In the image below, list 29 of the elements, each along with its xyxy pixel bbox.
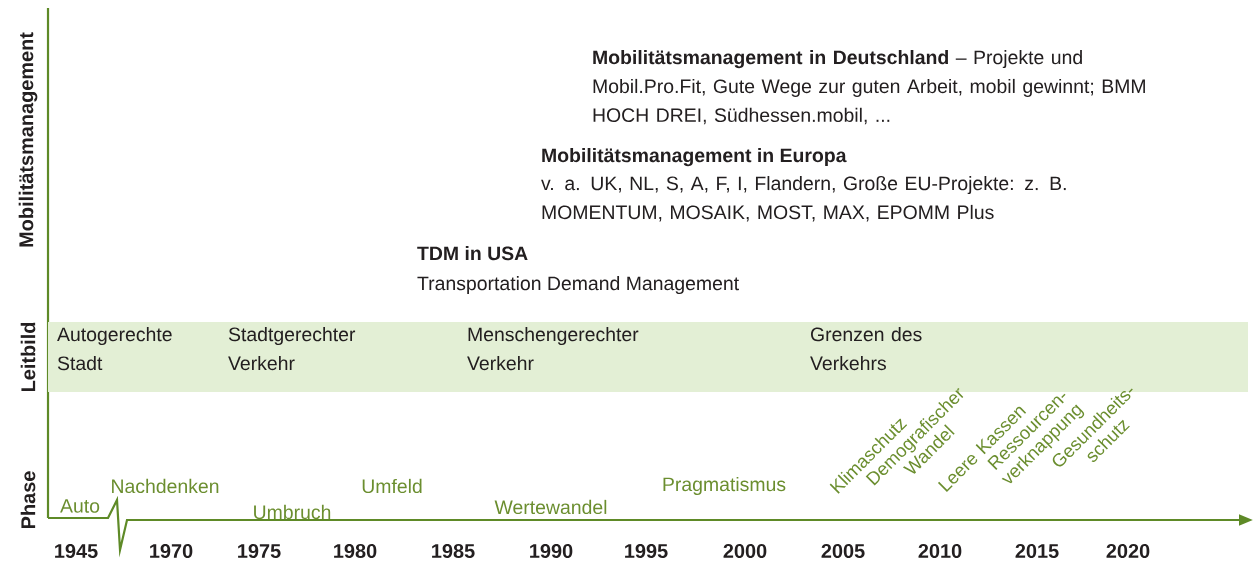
annotation-text: Transportation Demand Management [417, 276, 739, 295]
phase-label: Auto [60, 499, 100, 513]
band-label: Autogerechte Stadt [57, 327, 172, 371]
year-label: 1995 [625, 543, 668, 559]
year-label: 1990 [530, 543, 573, 559]
axis-title: Mobilitätsmanagement [18, 32, 38, 247]
year-label: 2005 [821, 543, 865, 559]
year-label: 1980 [334, 543, 377, 559]
year-label: 1945 [55, 543, 98, 559]
band-label: Grenzen des Verkehrs [810, 327, 922, 371]
year-label: 1970 [150, 543, 193, 559]
phase-label: Wertewandel [494, 499, 607, 515]
phase-label: Pragmatismus [663, 476, 786, 496]
band-label: Stadtgerechter Verkehr [228, 327, 356, 371]
year-label: 2020 [1106, 543, 1150, 559]
phase-label: Umfeld [362, 478, 422, 494]
annotation-heading: TDM in USA [417, 246, 528, 261]
year-label: 2010 [918, 543, 962, 559]
axis-title: Phase [20, 471, 36, 528]
year-label: 1975 [238, 543, 281, 559]
phase-label: Umbruch [254, 504, 331, 520]
year-label: 2000 [723, 543, 767, 559]
year-label: 2015 [1015, 543, 1059, 559]
annotation-text: v. a. UK, NL, S, A, F, I, Flandern, Große EU-Projekte: z. B. MOMENTUM, MOSAIK, MOST, MAX, EPOMM Plus [541, 176, 1066, 222]
year-label: 1985 [432, 543, 475, 559]
annotation-text: Mobilitätsmanagement in Deutschland – Projekte und Mobil.Pro.Fit, Gute Wege zur guten Arbeit, mobil gewinnt; BMM HOCH DREI, Südhessen.mobil, ... [593, 50, 1145, 125]
phase-label: Nachdenken [112, 478, 219, 494]
annotation-heading: Mobilitätsmanagement in Europa [542, 148, 847, 167]
band-label: Menschengerechter Verkehr [467, 327, 639, 371]
